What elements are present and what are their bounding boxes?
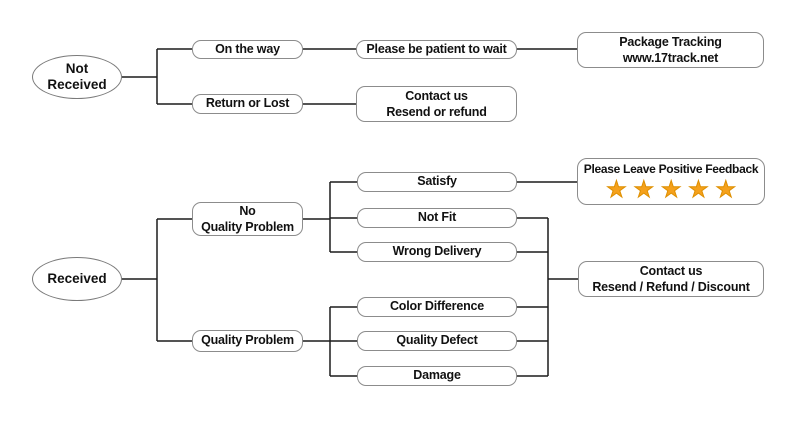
node-wrong-delivery-label: Wrong Delivery xyxy=(392,244,482,259)
node-damage: Damage xyxy=(357,366,517,386)
node-on-the-way-label: On the way xyxy=(215,41,280,56)
node-color-difference-label: Color Difference xyxy=(389,299,485,314)
node-no-quality-problem: No Quality Problem xyxy=(192,202,303,236)
node-package-tracking: Package Tracking www.17track.net xyxy=(577,32,764,68)
node-contact-resend-line2: Resend or refund xyxy=(386,105,487,119)
node-quality-problem-label: Quality Problem xyxy=(201,333,294,348)
node-contact-resend-line1: Contact us xyxy=(405,88,468,103)
node-not-received-label: Not Received xyxy=(47,60,107,92)
node-contact-final-line1: Contact us xyxy=(639,263,703,278)
node-be-patient: Please be patient to wait xyxy=(356,40,517,59)
star-icon: ★ xyxy=(715,175,737,202)
node-contact-final-line2: Resend / Refund / Discount xyxy=(592,280,750,294)
node-on-the-way: On the way xyxy=(192,40,303,59)
star-icon: ★ xyxy=(660,175,682,202)
node-be-patient-label: Please be patient to wait xyxy=(366,41,507,56)
node-quality-problem: Quality Problem xyxy=(192,330,303,352)
star-icon: ★ xyxy=(633,175,655,202)
node-positive-feedback-label: Please Leave Positive Feedback xyxy=(583,162,759,177)
node-damage-label: Damage xyxy=(413,368,461,383)
node-satisfy-label: Satisfy xyxy=(417,174,457,189)
node-not-received: Not Received xyxy=(32,55,122,99)
node-quality-defect-label: Quality Defect xyxy=(396,333,478,348)
node-contact-final: Contact us Resend / Refund / Discount xyxy=(578,261,764,297)
node-received: Received xyxy=(32,257,122,301)
node-return-or-lost: Return or Lost xyxy=(192,94,303,114)
node-color-difference: Color Difference xyxy=(357,297,517,317)
node-return-or-lost-label: Return or Lost xyxy=(205,96,290,111)
node-not-fit-label: Not Fit xyxy=(417,210,457,225)
node-no-quality-problem-line2: Quality Problem xyxy=(201,220,294,234)
node-not-fit: Not Fit xyxy=(357,208,517,228)
node-quality-defect: Quality Defect xyxy=(357,331,517,351)
node-package-tracking-line2: www.17track.net xyxy=(622,51,719,65)
node-satisfy: Satisfy xyxy=(357,172,517,192)
star-rating: ★ ★ ★ ★ ★ xyxy=(606,175,737,202)
star-icon: ★ xyxy=(688,175,710,202)
node-no-quality-problem-line1: No xyxy=(239,203,256,218)
node-positive-feedback: Please Leave Positive Feedback ★ ★ ★ ★ ★ xyxy=(577,158,765,205)
node-contact-resend: Contact us Resend or refund xyxy=(356,86,517,122)
node-wrong-delivery: Wrong Delivery xyxy=(357,242,517,262)
star-icon: ★ xyxy=(606,175,628,202)
node-package-tracking-line1: Package Tracking xyxy=(619,34,722,49)
node-received-label: Received xyxy=(47,270,107,286)
